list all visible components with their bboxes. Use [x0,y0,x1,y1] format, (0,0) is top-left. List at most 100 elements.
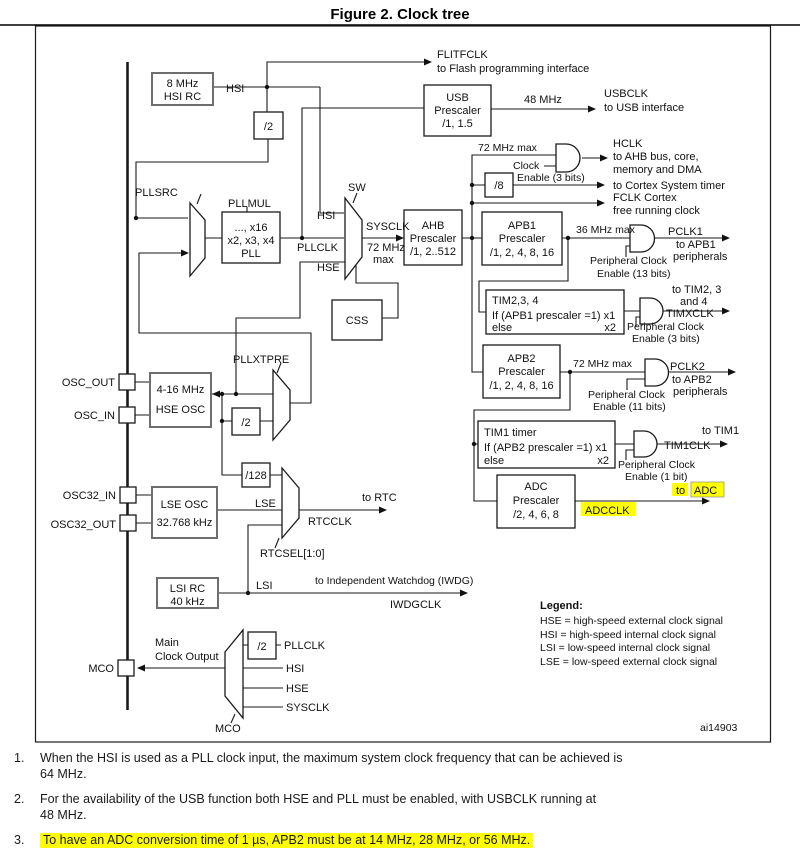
iwdg-dest-label: to Independent Watchdog (IWDG) [315,575,473,587]
sysclk-label: SYSCLK [366,221,410,233]
tim1-enable-label: Enable (1 bit) [625,471,687,483]
footnote-2-text: For the availability of the USB function… [40,792,597,822]
rtc-dest-label: to RTC [362,492,397,504]
adc-line1: ADC [524,481,547,493]
pll-box [221,211,281,264]
footnote-2-number: 2. [14,792,25,806]
pllxtpre-mux [272,368,291,442]
osc-out-pin [118,373,136,391]
css-label: CSS [346,315,369,327]
iwdgclk-label: IWDGCLK [390,599,442,611]
junction-dots [133,84,573,596]
osc32-out-label: OSC32_OUT [51,519,117,531]
clock-enable1-label: Clock [513,160,540,172]
hsi-rc-line2: HSI RC [164,91,201,103]
lse-osc-box [151,486,218,539]
pll-line1: ..., x16 [234,222,267,234]
pclk1-gate [629,224,656,253]
fclk2-label: free running clock [613,205,700,217]
rtcsel-mux [281,466,300,540]
apb1-line3: /1, 2, 4, 8, 16 [490,247,554,259]
hse-osc-line1: 4-16 MHz [157,384,205,396]
adc-dest1-label: to [676,485,685,497]
footnote-3-text: To have an ADC conversion time of 1 µs, … [40,833,774,849]
pllsrc-mux [189,201,206,278]
clock-tree-diagram: Figure 2. Clock tree [0,6,800,743]
tim1-line2: If (APB2 prescaler =1) x1 [484,442,607,454]
apb2-prescaler-box [482,344,561,399]
hsi-div2-box [253,111,284,140]
apb2-enable-label: Enable (11 bits) [593,401,666,413]
apb1-enable-label: Enable (13 bits) [597,268,671,280]
osc-out-label: OSC_OUT [62,377,115,389]
footnote-3-number: 3. [14,833,25,847]
hclk-dest1-label: to AHB bus, core, [613,151,699,163]
css-box [331,299,383,341]
pll-line2: x2, x3, x4 [227,235,274,247]
pclk2-label: PCLK2 [670,361,705,373]
sw-label: SW [348,182,366,194]
pllxtpre-label: PLLXTPRE [233,354,289,366]
apb1-line2: Prescaler [499,233,546,245]
rtcsel-label: RTCSEL[1:0] [260,548,325,560]
pclk2-dest2-label: peripherals [673,386,728,398]
sw-pllclk-label: PLLCLK [297,242,339,254]
osc32-in-pin [119,486,137,504]
pclk1-dest2-label: peripherals [673,251,728,263]
tim1-gate [633,430,658,458]
hse-div2-box [231,407,261,436]
usb-line1: USB [446,92,469,104]
cortex-dest-label: to Cortex System timer [613,180,725,192]
fclk1-label: FCLK Cortex [613,192,677,204]
usb-line2: Prescaler [434,105,481,117]
usb-prescaler-box [423,84,492,137]
mco-main2-label: Clock Output [155,651,219,663]
legend-heading: Legend: [540,600,583,612]
lsi-signal-label: LSI [256,580,273,592]
adc-line2: Prescaler [513,495,560,507]
lsi-rc-line1: LSI RC [170,583,206,595]
adc-line3: /2, 4, 6, 8 [513,509,559,521]
legend-item-lse: LSE = low-speed external clock signal [540,656,717,668]
hsi-div2-label: /2 [264,121,273,133]
hse-osc-line2: HSE OSC [156,404,206,416]
mco-hsi-label: HSI [286,663,304,675]
mco-sysclk-label: SYSCLK [286,702,330,714]
footnote-3: 3. To have an ADC conversion time of 1 µ… [14,833,774,849]
lse-osc-line1: LSE OSC [161,499,209,511]
figure-watermark: ai14903 [700,722,738,734]
apb1-line1: APB1 [508,220,536,232]
tim1-periph-clock-label: Peripheral Clock [618,459,696,471]
tim234-x2: x2 [604,322,616,334]
legend-item-hse: HSE = high-speed external clock signal [540,615,723,627]
lsi-rc-line2: 40 kHz [170,596,204,608]
ahb-prescaler-box [403,209,463,266]
lse-signal-label: LSE [255,498,276,510]
usb-dest-label: to USB interface [604,102,684,114]
pclk2-gate [644,358,670,387]
hsi-rc-box [151,72,214,106]
mco-main1-label: Main [155,637,179,649]
hclk-gate [555,143,581,173]
usb-line3: /1, 1.5 [442,118,473,130]
hsi-signal-label: HSI [226,83,244,95]
div8-label: /8 [494,180,503,192]
div8-box [484,172,514,198]
apb2-line3: /1, 2, 4, 8, 16 [489,380,553,392]
timx-enable-label: Enable (3 bits) [632,333,700,345]
sw-hse-label: HSE [317,262,340,274]
tim1-x2: x2 [597,455,609,467]
hclk-label: HCLK [613,138,643,150]
timx-dest1-label: to TIM2, 3 [672,284,721,296]
pllmul-label: PLLMUL [228,198,271,210]
mco-div2-label: /2 [257,641,266,653]
mco-div2-box [247,631,277,660]
apb2-periph-clock-label: Peripheral Clock [588,389,666,401]
ahb-line1: AHB [422,220,445,232]
tim1-box [477,420,616,469]
footnotes: 1. When the HSI is used as a PLL clock i… [14,751,774,859]
mco-pin [117,659,135,677]
footnote-2: 2. For the availability of the USB funct… [14,792,774,823]
footnote-1-number: 1. [14,751,25,765]
mco-hse-label: HSE [286,683,309,695]
